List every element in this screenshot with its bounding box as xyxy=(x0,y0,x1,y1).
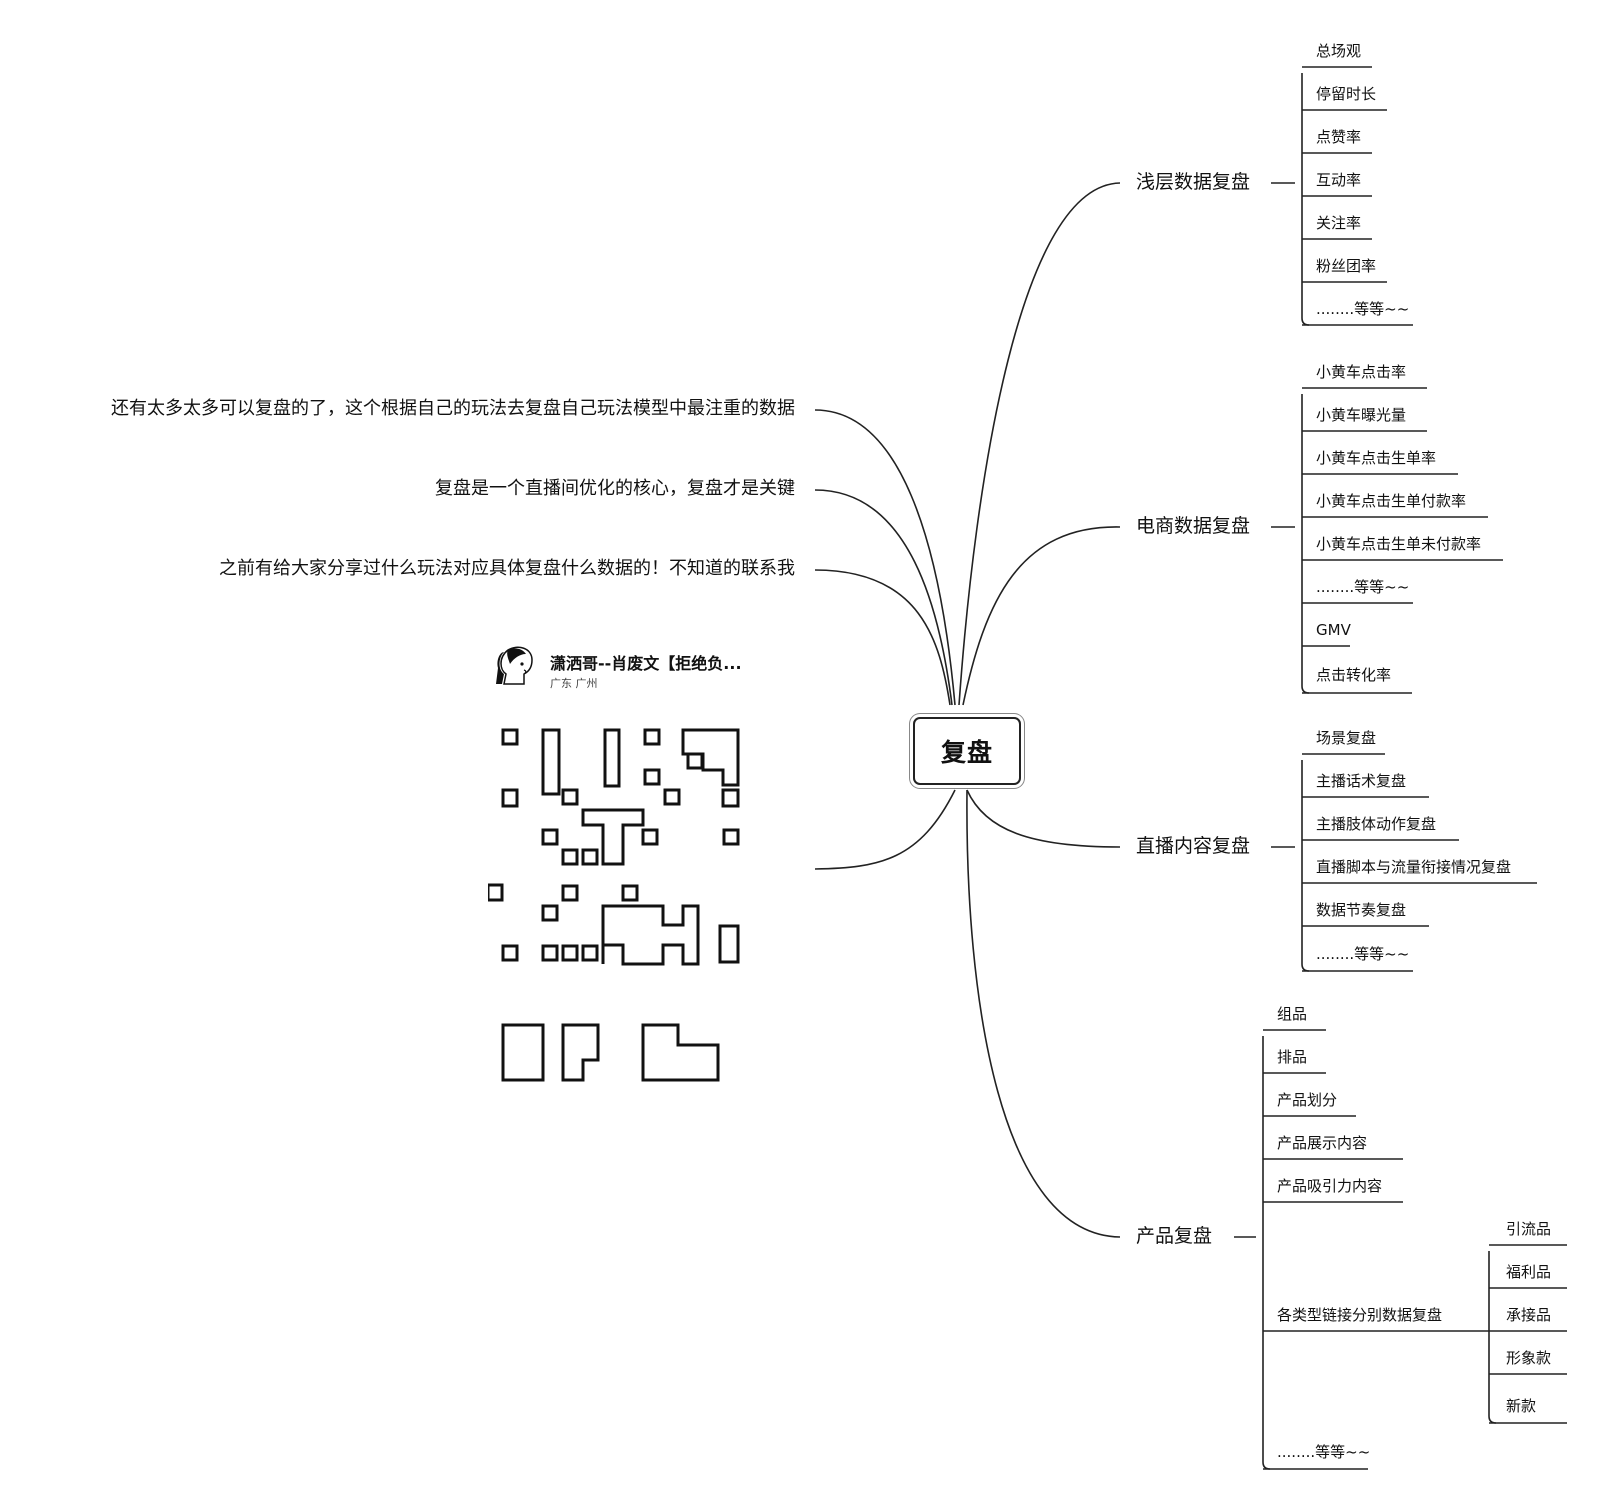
leaf-ecommerce[interactable]: 点击转化率 xyxy=(1316,666,1392,684)
leaf-live-content[interactable]: ........等等~~ xyxy=(1316,945,1410,963)
leaf-product[interactable]: 产品划分 xyxy=(1277,1091,1338,1109)
leaf-live-content[interactable]: 主播肢体动作复盘 xyxy=(1316,815,1437,833)
leaf-ecommerce[interactable]: GMV xyxy=(1316,621,1351,639)
note-2[interactable]: 复盘是一个直播间优化的核心，复盘才是关键 xyxy=(435,478,795,499)
leaf-ecommerce[interactable]: 小黄车点击生单未付款率 xyxy=(1316,535,1482,553)
leaf-link-type[interactable]: 承接品 xyxy=(1506,1306,1552,1324)
leaf-shallow[interactable]: 点赞率 xyxy=(1316,128,1362,146)
leaf-shallow[interactable]: 关注率 xyxy=(1316,214,1362,232)
topic-live-content[interactable]: 直播内容复盘 xyxy=(1136,835,1251,857)
leaf-link-type[interactable]: 福利品 xyxy=(1506,1263,1552,1281)
leaf-shallow[interactable]: 粉丝团率 xyxy=(1316,257,1377,275)
leaf-product-link-types[interactable]: 各类型链接分别数据复盘 xyxy=(1277,1306,1443,1324)
leaf-ecommerce[interactable]: ........等等~~ xyxy=(1316,578,1410,596)
leaf-shallow[interactable]: 互动率 xyxy=(1316,171,1362,189)
topic-ecommerce-data[interactable]: 电商数据复盘 xyxy=(1136,515,1251,537)
leaf-shallow[interactable]: 停留时长 xyxy=(1316,85,1377,103)
topic-shallow-data[interactable]: 浅层数据复盘 xyxy=(1136,171,1251,193)
leaf-live-content[interactable]: 数据节奏复盘 xyxy=(1316,901,1407,919)
qr-code-icon[interactable] xyxy=(488,710,758,1095)
contact-location: 广东 广州 xyxy=(550,677,598,690)
leaf-live-content[interactable]: 主播话术复盘 xyxy=(1316,772,1407,790)
note-1[interactable]: 还有太多太多可以复盘的了，这个根据自己的玩法去复盘自己玩法模型中最注重的数据 xyxy=(111,398,795,419)
leaf-product[interactable]: ........等等~~ xyxy=(1277,1443,1371,1461)
topic-product[interactable]: 产品复盘 xyxy=(1136,1225,1213,1247)
leaf-ecommerce[interactable]: 小黄车点击生单付款率 xyxy=(1316,492,1467,510)
leaf-live-content[interactable]: 场景复盘 xyxy=(1316,729,1377,747)
central-topic[interactable]: 复盘 xyxy=(913,717,1021,785)
leaf-ecommerce[interactable]: 小黄车点击生单率 xyxy=(1316,449,1437,467)
note-3[interactable]: 之前有给大家分享过什么玩法对应具体复盘什么数据的！不知道的联系我 xyxy=(219,558,795,579)
leaf-product[interactable]: 产品吸引力内容 xyxy=(1277,1177,1383,1195)
leaf-shallow[interactable]: ........等等~~ xyxy=(1316,300,1410,318)
leaf-live-content[interactable]: 直播脚本与流量衔接情况复盘 xyxy=(1316,858,1512,876)
leaf-ecommerce[interactable]: 小黄车点击率 xyxy=(1316,363,1407,381)
leaf-product[interactable]: 组品 xyxy=(1277,1005,1308,1023)
leaf-product[interactable]: 排品 xyxy=(1277,1048,1308,1066)
leaf-link-type[interactable]: 引流品 xyxy=(1506,1220,1552,1238)
leaf-link-type[interactable]: 形象款 xyxy=(1506,1349,1552,1367)
contact-name: 潇洒哥--肖废文【拒绝负... xyxy=(550,654,742,673)
leaf-product[interactable]: 产品展示内容 xyxy=(1277,1134,1368,1152)
leaf-link-type[interactable]: 新款 xyxy=(1506,1397,1537,1415)
contact-card[interactable]: 潇洒哥--肖废文【拒绝负... 广东 广州 xyxy=(488,640,758,1095)
central-topic-label: 复盘 xyxy=(940,738,993,767)
leaf-ecommerce[interactable]: 小黄车曝光量 xyxy=(1316,406,1407,424)
portrait-icon xyxy=(496,646,533,685)
leaf-shallow[interactable]: 总场观 xyxy=(1316,42,1362,60)
